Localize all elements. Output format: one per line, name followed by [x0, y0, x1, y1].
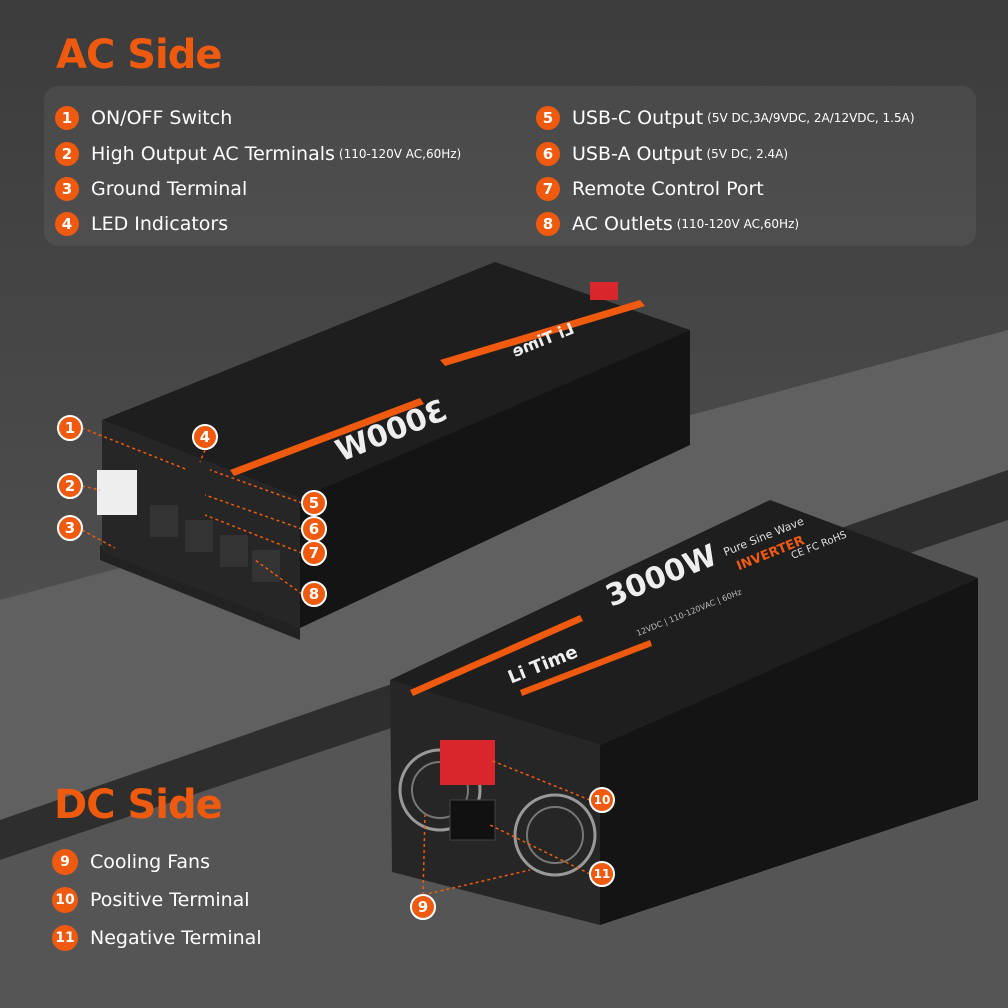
legend-label: Negative Terminal	[90, 927, 262, 949]
legend-label: USB-C Output	[572, 107, 704, 129]
callout-3: 3	[57, 515, 83, 541]
callout-lines	[81, 427, 591, 896]
legend-item-10: 10 Positive Terminal	[52, 887, 250, 913]
legend-item-3: 3 Ground Terminal	[55, 177, 247, 201]
negative-terminal	[449, 799, 496, 841]
concrete-step-top	[0, 330, 1008, 820]
number-badge: 4	[55, 212, 79, 236]
callout-8: 8	[301, 581, 327, 607]
legend-note: (110-120V AC,60Hz)	[676, 217, 800, 231]
legend-label: Positive Terminal	[90, 889, 250, 911]
number-badge: 2	[55, 142, 79, 166]
legend-note: (5V DC, 2.4A)	[706, 147, 789, 161]
legend-item-8: 8 AC Outlets(110-120V AC,60Hz)	[536, 212, 799, 236]
ac-legend-panel	[44, 86, 976, 246]
legend-note: (5V DC,3A/9VDC, 2A/12VDC, 1.5A)	[707, 111, 915, 125]
callout-11: 11	[589, 861, 615, 887]
ac-side-title: AC Side	[56, 32, 223, 78]
number-badge: 3	[55, 177, 79, 201]
number-badge: 8	[536, 212, 560, 236]
number-badge: 1	[55, 106, 79, 130]
dc-side-title: DC Side	[54, 782, 223, 828]
legend-note: (110-120V AC,60Hz)	[338, 147, 462, 161]
legend-item-11: 11 Negative Terminal	[52, 925, 262, 951]
callout-1: 1	[57, 415, 83, 441]
number-badge: 6	[536, 142, 560, 166]
legend-label: Cooling Fans	[90, 851, 210, 873]
number-badge: 11	[52, 925, 78, 951]
legend-label: AC Outlets	[572, 213, 673, 235]
legend-item-1: 1 ON/OFF Switch	[55, 106, 232, 130]
legend-item-4: 4 LED Indicators	[55, 212, 228, 236]
legend-label: ON/OFF Switch	[91, 107, 233, 129]
legend-item-9: 9 Cooling Fans	[52, 849, 210, 875]
legend-item-5: 5 USB-C Output(5V DC,3A/9VDC, 2A/12VDC, 1…	[536, 106, 915, 130]
legend-label: Ground Terminal	[91, 178, 248, 200]
legend-label: USB-A Output	[572, 143, 703, 165]
number-badge: 7	[536, 177, 560, 201]
legend-item-2: 2 High Output AC Terminals(110-120V AC,60…	[55, 142, 461, 166]
callout-2: 2	[57, 473, 83, 499]
callout-7: 7	[301, 540, 327, 566]
inverter-dc-side	[390, 500, 978, 925]
number-badge: 5	[536, 106, 560, 130]
legend-item-7: 7 Remote Control Port	[536, 177, 764, 201]
callout-9: 9	[410, 894, 436, 920]
callout-6: 6	[301, 516, 327, 542]
legend-label: LED Indicators	[91, 213, 229, 235]
number-badge: 9	[52, 849, 78, 875]
legend-label: Remote Control Port	[572, 178, 764, 200]
callout-10: 10	[589, 787, 615, 813]
legend-item-6: 6 USB-A Output(5V DC, 2.4A)	[536, 142, 788, 166]
callout-4: 4	[192, 424, 218, 450]
legend-label: High Output AC Terminals	[91, 143, 335, 165]
inverter-ac-side	[97, 262, 690, 640]
positive-terminal	[440, 740, 495, 785]
callout-5: 5	[301, 490, 327, 516]
number-badge: 10	[52, 887, 78, 913]
